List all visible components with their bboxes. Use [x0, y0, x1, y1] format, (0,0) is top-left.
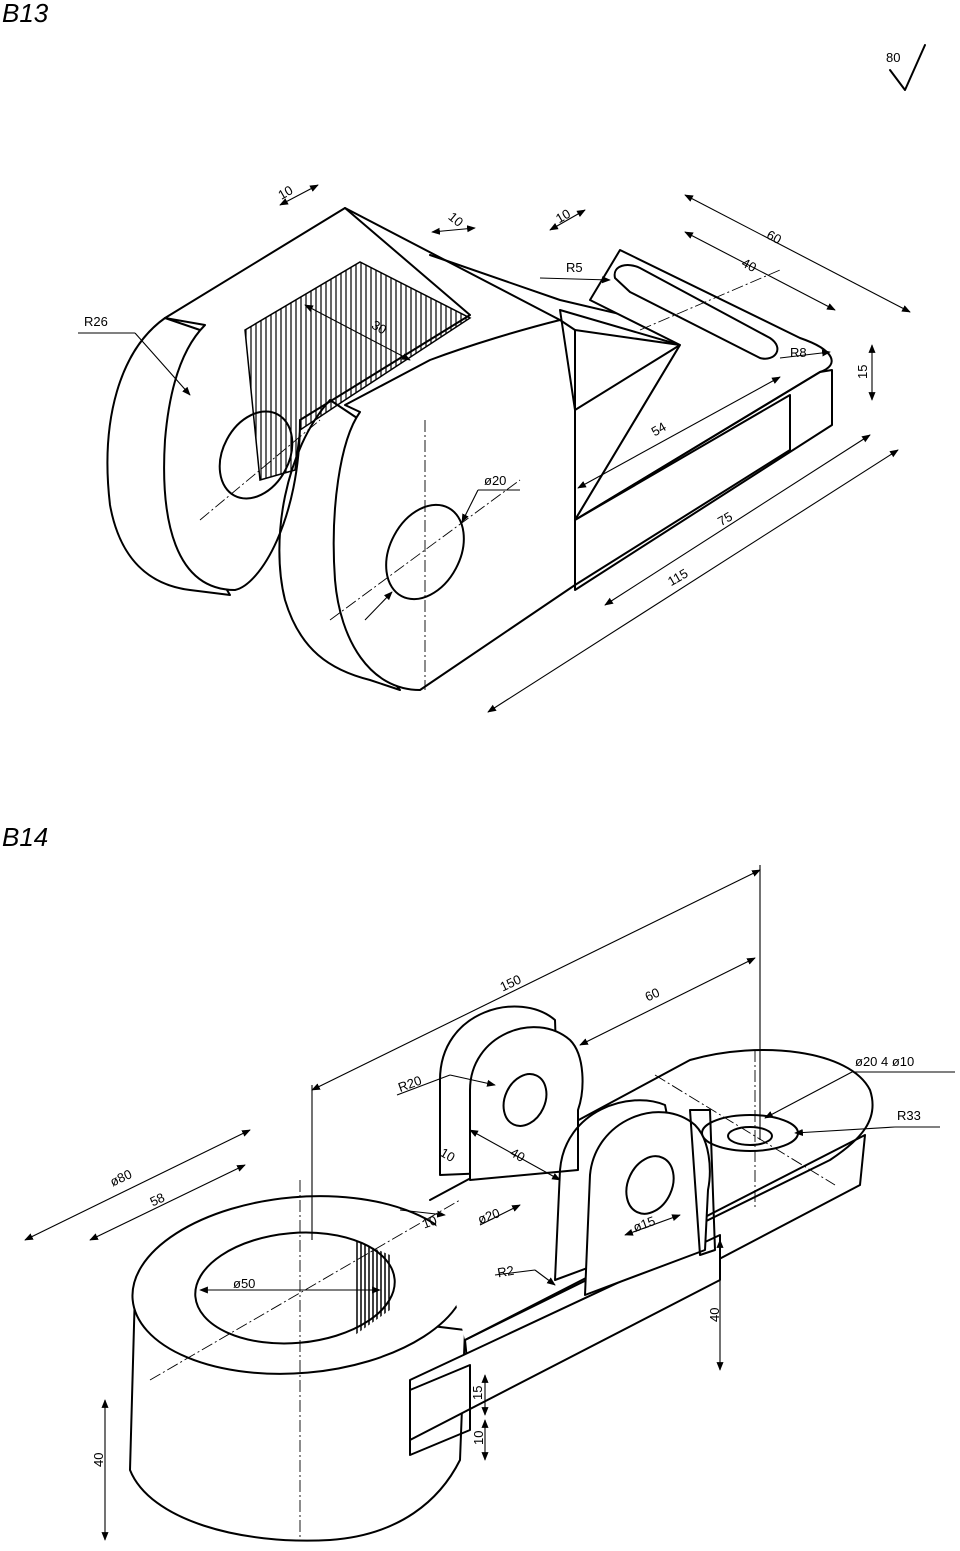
- dim-r33: R33: [897, 1108, 921, 1123]
- dim-40-cylinder: 40: [91, 1453, 106, 1467]
- dim-diameter-15: ø15: [631, 1213, 657, 1235]
- dim-10-lug-thickness: 10: [438, 1145, 458, 1165]
- dim-10-top-left: 10: [275, 182, 295, 202]
- drawing-title-b14: B14: [2, 822, 49, 852]
- b14-cylinder-side: [129, 1289, 466, 1542]
- b14-base-hole-inner: [727, 1126, 773, 1146]
- dim-40-base: 40: [707, 1308, 722, 1322]
- b14-base-tab: [409, 1364, 471, 1456]
- drawing-b14: 150 60 ø20 4 ø10 R33 R20 ø80 58 10 40 10: [24, 865, 955, 1542]
- dim-10-web: 10: [445, 209, 466, 230]
- dim-10-base: 10: [471, 1431, 486, 1445]
- dim-diameter-20-4-diameter-10: ø20 4 ø10: [855, 1054, 914, 1069]
- dim-diameter-20-lug: ø20: [476, 1205, 502, 1227]
- b13-top-face: [344, 207, 561, 321]
- dim-r26: R26: [84, 314, 108, 329]
- b13-slot-inner: [244, 261, 472, 481]
- dim-30: 30: [369, 317, 389, 337]
- b14-rear-lug-face: [469, 1026, 584, 1181]
- dim-10-lug: 10: [420, 1212, 439, 1231]
- dim-54: 54: [649, 419, 669, 439]
- b13-rear-hole: [218, 410, 294, 500]
- surface-finish-value: 80: [886, 50, 900, 65]
- b13-dimensions: 10 10 10 60 40 R5 R8 15 R26 30 54 75: [78, 182, 911, 713]
- dim-40: 40: [739, 255, 759, 275]
- dim-60: 60: [764, 227, 784, 247]
- dim-diameter-20: ø20: [484, 473, 506, 488]
- dim-150: 150: [498, 972, 524, 995]
- dim-diameter-80: ø80: [108, 1166, 135, 1189]
- surface-finish-symbol: 80: [886, 44, 926, 91]
- b13-base-slot: [613, 264, 779, 360]
- dim-10-slot: 10: [553, 206, 573, 226]
- dim-r20: R20: [396, 1073, 424, 1095]
- b14-front-lug-hole: [625, 1155, 675, 1215]
- b14-dimensions: 150 60 ø20 4 ø10 R33 R20 ø80 58 10 40 10: [24, 865, 955, 1541]
- drawing-title-b13: B13: [2, 0, 49, 28]
- b14-front-lug-edge: [689, 1109, 716, 1256]
- dim-r5: R5: [566, 260, 583, 275]
- dim-15-base: 15: [470, 1386, 485, 1400]
- dim-75: 75: [715, 509, 735, 529]
- b14-front-lug-face: [584, 1111, 711, 1296]
- dim-58: 58: [148, 1190, 167, 1210]
- drawing-b13: 80 10 10: [78, 44, 926, 713]
- dim-r8: R8: [790, 345, 807, 360]
- b14-front-lug-side: [554, 1099, 691, 1281]
- dim-40-lug: 40: [508, 1145, 528, 1165]
- b13-front-hole: [385, 503, 465, 601]
- dim-diameter-50: ø50: [233, 1276, 255, 1291]
- dim-15: 15: [855, 365, 870, 379]
- dim-60: 60: [643, 985, 662, 1005]
- dim-r2: R2: [496, 1263, 515, 1281]
